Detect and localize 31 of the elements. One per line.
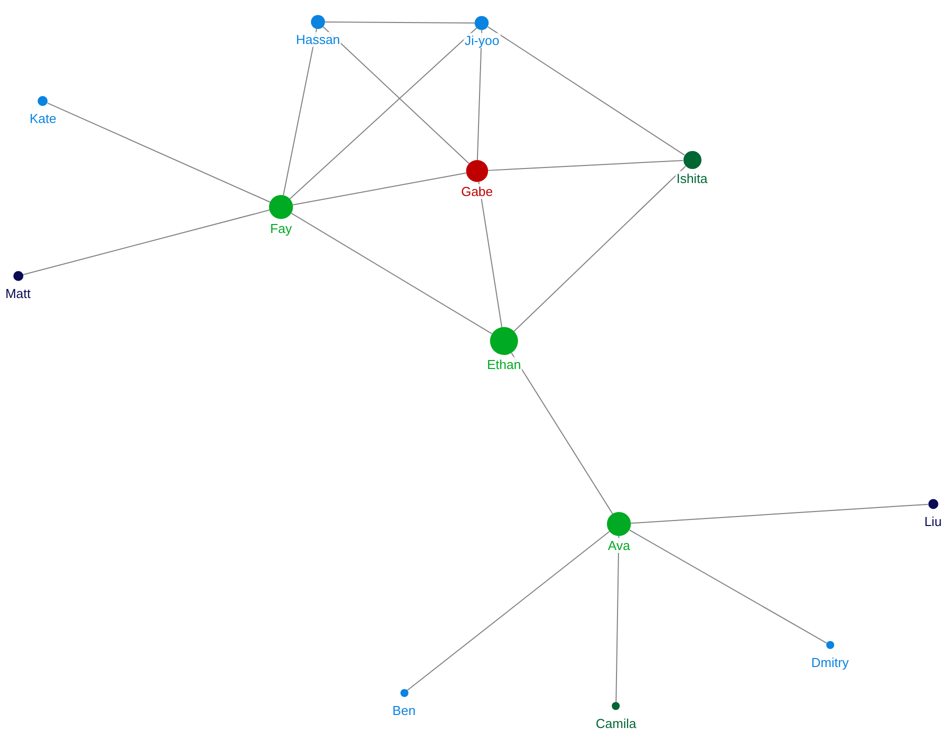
node-label: Ji-yoo	[464, 33, 500, 48]
node-label: Ethan	[486, 357, 522, 372]
node-label: Kate	[28, 111, 58, 126]
connector-line	[22, 210, 270, 276]
connector-line	[616, 536, 620, 702]
node-label: Ava	[606, 538, 632, 553]
node-label: Matt	[4, 286, 32, 301]
connector-line	[289, 27, 478, 200]
node-label: Hassan	[294, 32, 342, 47]
connector-line	[628, 529, 828, 644]
connector-line	[476, 30, 482, 160]
node-label: Ishita	[675, 171, 709, 186]
connector-line	[292, 172, 467, 206]
connector-line	[322, 26, 470, 164]
connector-line	[478, 181, 502, 328]
connector-line	[514, 166, 686, 332]
connector-line	[630, 504, 928, 524]
node-label: Gabe	[460, 184, 494, 199]
connector-line	[47, 102, 271, 203]
connector-line	[282, 28, 318, 196]
connector-line	[406, 530, 610, 692]
node-label: Liu	[923, 514, 943, 529]
connector-line	[487, 160, 684, 171]
connector-line	[510, 352, 614, 514]
node-label: Dmitry	[810, 655, 850, 670]
node-label: Camila	[594, 716, 638, 731]
node-label: Ben	[391, 703, 417, 718]
connector-line	[487, 26, 685, 156]
node-label: Fay	[269, 221, 293, 236]
connector-line	[290, 212, 492, 334]
connector-line	[324, 22, 476, 24]
